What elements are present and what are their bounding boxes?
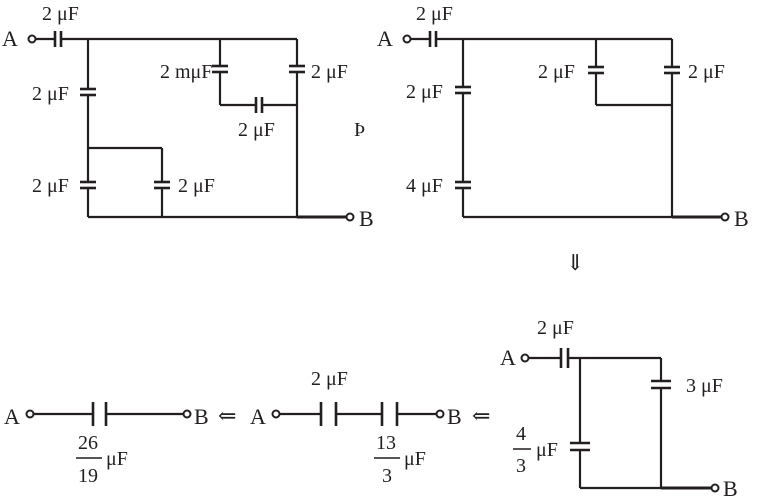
terminal-b [182,409,192,419]
cap-right-num: 13 [376,432,396,454]
terminal-a [271,409,281,419]
terminal-a [27,34,37,44]
terminal-a [402,34,412,44]
cap-top-label: 2 μF [416,3,453,25]
cap-inner-left-label: 2 μF [538,61,575,83]
terminal-a-label: A [4,404,20,429]
cap-left-label: 2 μF [311,368,348,390]
cap-mid-lower-label: 2 μF [178,175,215,197]
cap-left-num: 4 [516,423,526,445]
cap-den: 19 [78,465,98,487]
terminal-a-label: A [500,345,516,370]
circuit-2: A 2 μF 2 μF 4 μF B 2 μF 2 μF [377,3,749,231]
cap-right-unit: μF [404,448,426,470]
circuit-3: A 2 μF 3 μF B 4 3 μF [500,317,738,500]
down-arrow: ⇓ [566,250,584,275]
circuit-5: A B 26 19 μF [4,402,209,487]
terminal-b-label: B [359,206,374,231]
cap-inner-left-label: 2 mμF [160,61,212,83]
cap-left-lower-label: 4 μF [406,175,443,197]
terminal-b [720,212,730,222]
cap-left-den: 3 [516,455,526,477]
cap-inner-right-label: 2 μF [311,61,348,83]
terminal-b [345,212,355,222]
transform-symbol: Þ [354,119,365,141]
terminal-b-label: B [447,404,462,429]
cap-left-lower-label: 2 μF [32,175,69,197]
cap-left-upper-label: 2 μF [32,83,69,105]
cap-right-label: 3 μF [686,375,723,397]
terminal-b [710,483,720,493]
terminal-a-label: A [377,26,393,51]
left-arrow: ⇐ [218,403,236,428]
left-arrow: ⇐ [472,403,490,428]
cap-top-label: 2 μF [537,317,574,339]
circuit-4: A B 2 μF 13 3 μF [250,368,462,487]
cap-right-den: 3 [382,465,392,487]
circuit-1: A 2 μF 2 μF 2 μF 2 μF B [2,3,374,231]
cap-left-unit: μF [536,439,558,461]
terminal-b-label: B [734,206,749,231]
terminal-a-label: A [250,404,266,429]
cap-left-upper-label: 2 μF [406,81,443,103]
terminal-b-label: B [194,404,209,429]
cap-unit: μF [106,448,128,470]
terminal-b [435,409,445,419]
cap-num: 26 [78,432,98,454]
cap-inner-right-label: 2 μF [688,61,725,83]
cap-inner-bottom-label: 2 μF [238,119,275,141]
terminal-a [25,409,35,419]
terminal-b-label: B [723,476,738,500]
terminal-a-label: A [2,26,18,51]
terminal-a [520,353,530,363]
cap-top-label: 2 μF [42,3,79,25]
